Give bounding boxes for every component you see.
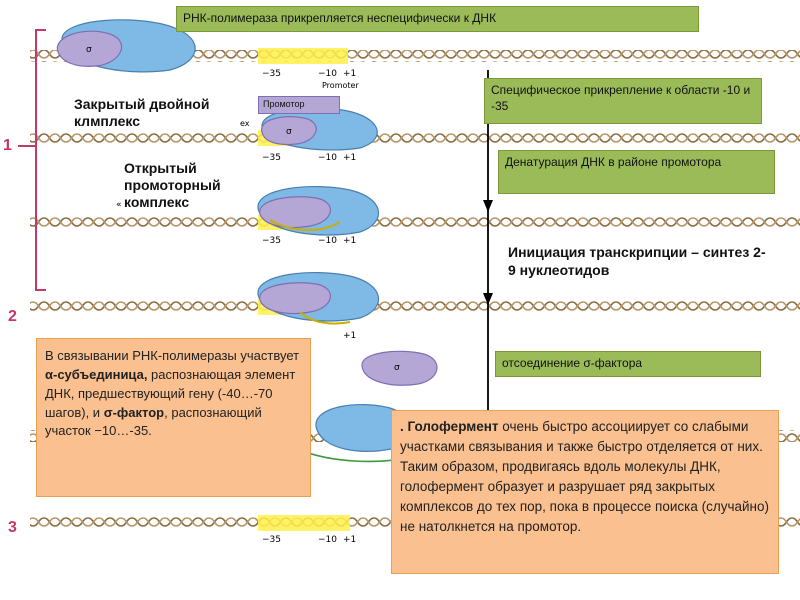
label-minus10-1: −10 xyxy=(318,69,337,79)
note-text-2: распознающая элемент ДНК, предшествующий… xyxy=(45,366,296,420)
holoenzyme-1: σ xyxy=(56,19,196,73)
arrow-head-1 xyxy=(483,200,493,212)
stage-number-3: 3 xyxy=(8,519,17,536)
label-minus35-5: −35 xyxy=(262,535,281,545)
stage-bracket xyxy=(35,29,46,291)
label-open-complex: Открытый промоторный комплекс xyxy=(124,160,221,210)
label-plus1-3: +1 xyxy=(343,236,356,246)
label-promoter-small: Promoter xyxy=(322,81,359,90)
label-minus35-1: −35 xyxy=(262,69,281,79)
holoenzyme-note-bold: Голофермент xyxy=(407,419,499,434)
holoenzyme-note-text: очень быстро ассоциирует со слабыми учас… xyxy=(400,419,770,534)
promoter-region-5 xyxy=(258,515,350,531)
label-minus10-5: −10 xyxy=(318,535,337,545)
dna-strand-4 xyxy=(30,301,800,313)
dna-strand-1 xyxy=(30,50,800,62)
arrow-head-2 xyxy=(483,293,493,305)
stage-number-1: 1 xyxy=(3,137,12,154)
label-minus35-3: −35 xyxy=(262,236,281,246)
step-sigma-release: отсоединение σ-фактора xyxy=(495,351,761,377)
note-text-1: В связывании РНК-полимеразы участвует xyxy=(45,348,300,363)
holoenzyme-note: . Голофермент очень быстро ассоциирует с… xyxy=(391,410,779,574)
note-text-3: , распознающий участок −10…-35. xyxy=(45,404,262,439)
svg-text:σ: σ xyxy=(394,363,400,373)
dna-strand-3 xyxy=(30,216,800,228)
step-specific: Специфическое прикрепление к области -10… xyxy=(484,78,762,124)
alpha-sigma-note: В связывании РНК-полимеразы участвует α-… xyxy=(36,338,311,497)
label-bullet: « xyxy=(116,200,122,210)
dna-strand-2 xyxy=(30,132,800,144)
svg-text:σ: σ xyxy=(86,45,92,55)
label-plus1-2: +1 xyxy=(343,153,356,163)
promoter-box: Промотор xyxy=(258,96,340,114)
label-minus10-2: −10 xyxy=(318,153,337,163)
holoenzyme-note-lead: . xyxy=(400,419,408,434)
label-plus1-5: +1 xyxy=(343,535,356,545)
initiation-complex xyxy=(257,271,379,325)
open-complex xyxy=(257,185,379,236)
closed-complex: σ xyxy=(261,107,378,151)
label-ex: ex xyxy=(240,119,250,128)
released-sigma: σ xyxy=(361,350,438,386)
label-plus1-1: +1 xyxy=(343,69,356,79)
step-initiation: Инициация транскрипции – синтез 2-9 нукл… xyxy=(508,244,766,279)
step-denaturation: Денатурация ДНК в районе промотора xyxy=(498,150,775,194)
note-bold-alpha: α-субъединица, xyxy=(45,366,148,382)
title-box: РНК-полимераза прикрепляется неспецифиче… xyxy=(176,6,699,32)
promoter-region-1 xyxy=(258,48,348,64)
label-minus10-3: −10 xyxy=(318,236,337,246)
label-plus1-4: +1 xyxy=(343,331,356,341)
stage-number-2: 2 xyxy=(8,308,17,325)
label-minus35-2: −35 xyxy=(262,153,281,163)
label-closed-complex: Закрытый двойной клмплекс xyxy=(74,96,210,129)
note-bold-sigma: σ-фактор xyxy=(103,404,165,420)
svg-text:σ: σ xyxy=(286,127,292,137)
